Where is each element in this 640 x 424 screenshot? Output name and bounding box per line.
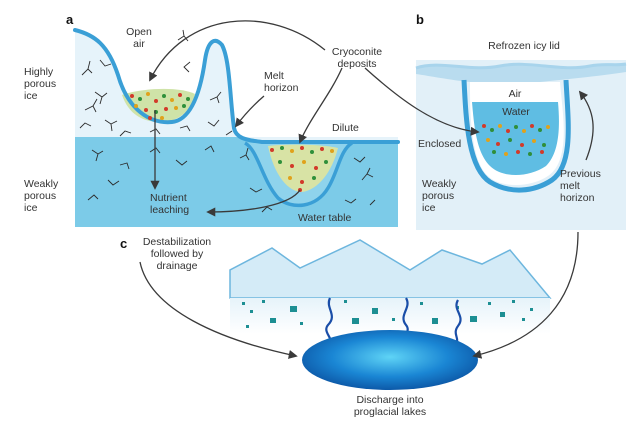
flow-arrows [139, 20, 594, 359]
label-destabilization: Destabilization followed by drainage [142, 236, 212, 272]
refrozen-lid-outline [415, 62, 627, 70]
melt-horizon-outline [73, 28, 400, 144]
label-previous-melt-horizon: Previous melt horizon [560, 168, 601, 204]
cryoconite-particles-b [482, 124, 550, 156]
ice-fade-band [230, 298, 550, 334]
ice-pores [79, 29, 376, 213]
dilute-hole-outline [243, 141, 354, 208]
sediment-fragments [242, 300, 533, 328]
label-weakly-porous-ice-b: Weakly porous ice [422, 178, 457, 214]
arrow-to-enclosed [364, 67, 480, 136]
label-dilute: Dilute [332, 122, 359, 134]
panel-c-scene [229, 239, 552, 390]
enclosed-hole-outline [461, 79, 571, 193]
enclosed-water [472, 102, 559, 175]
label-enclosed: Enclosed [418, 138, 462, 150]
cryoconite-particles-a [130, 92, 334, 192]
arrow-b-to-lake [472, 231, 579, 359]
dilute-hole-sediment [268, 144, 338, 192]
panel-a-scene [73, 28, 400, 227]
label-water: Water [502, 106, 530, 118]
arrow-melt-horizon [234, 95, 265, 128]
label-highly-porous-ice: Highly porous ice [24, 66, 57, 102]
label-open-air: Open air [126, 26, 152, 50]
label-discharge: Discharge into proglacial lakes [353, 394, 427, 418]
panel-label-b: b [416, 12, 424, 27]
label-water-table: Water table [298, 212, 352, 224]
arrow-to-open-air [149, 20, 326, 82]
arrow-previous-melt-horizon [578, 90, 594, 161]
panel-b-scene [415, 60, 627, 230]
label-nutrient-leaching: Nutrient leaching [150, 192, 190, 216]
highly-porous-ice-body [75, 30, 236, 137]
proglacial-lake [302, 330, 478, 390]
label-melt-horizon: Melt horizon [264, 70, 299, 94]
mountain-silhouette [229, 239, 552, 299]
arrow-dilute-leaching [206, 189, 301, 217]
arrow-destabilization [139, 261, 298, 359]
label-weakly-porous-ice-a: Weakly porous ice [24, 178, 59, 214]
label-refrozen-icy-lid: Refrozen icy lid [488, 40, 560, 52]
arrow-to-dilute [298, 67, 343, 144]
panel-label-a: a [66, 12, 74, 27]
label-air: Air [508, 88, 522, 100]
label-cryoconite-deposits: Cryoconite deposits [331, 46, 383, 70]
panel-label-c: c [120, 236, 128, 251]
